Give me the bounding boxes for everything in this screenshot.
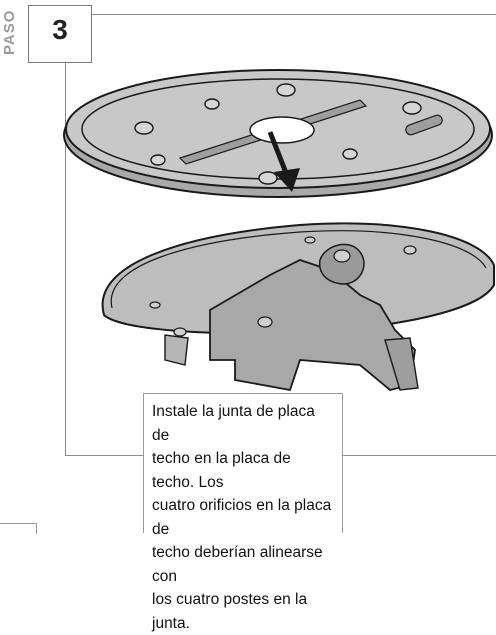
gasket-plate-illustration bbox=[63, 69, 495, 392]
ceiling-plate bbox=[101, 222, 495, 392]
instruction-line: cuatro orificios en la placa de bbox=[152, 497, 332, 538]
instruction-line: techo deberían alinearse con bbox=[152, 544, 323, 585]
frame-left-line bbox=[65, 63, 66, 456]
instruction-line: techo en la placa de techo. Los bbox=[152, 450, 291, 491]
frame-bottom-line-right bbox=[343, 455, 496, 456]
instruction-line: los cuatro postes en la junta. bbox=[152, 591, 308, 632]
paso-label: PASO bbox=[1, 9, 18, 55]
gasket bbox=[63, 69, 493, 198]
corner-mark bbox=[0, 523, 37, 534]
instruction-line: Instale la junta de placa de bbox=[152, 403, 315, 444]
step-number-box: 3 bbox=[28, 5, 92, 63]
alignment-arrow bbox=[267, 131, 300, 192]
frame-top-line bbox=[92, 14, 496, 15]
frame-bottom-line bbox=[65, 455, 143, 456]
instruction-text: Instale la junta de placa de techo en la… bbox=[143, 393, 343, 632]
step-number: 3 bbox=[52, 14, 68, 45]
